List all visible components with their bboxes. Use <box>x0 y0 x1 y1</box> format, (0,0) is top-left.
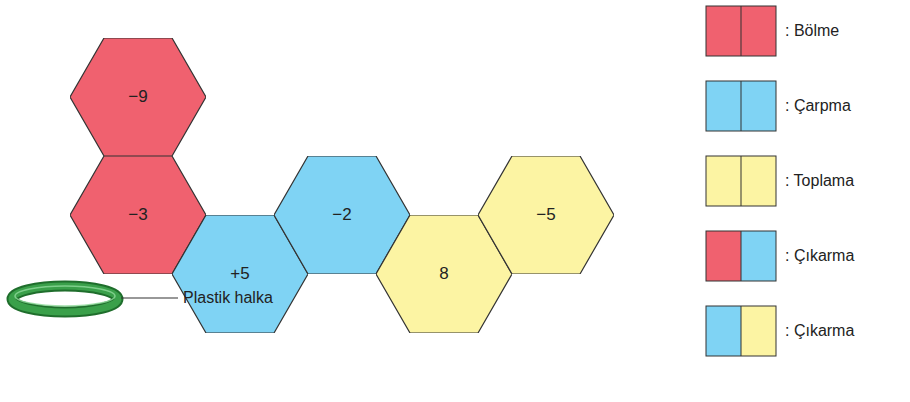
plastic-ring <box>12 286 118 312</box>
legend-text: : Çarpma <box>785 97 851 115</box>
tile-number: −5 <box>536 205 555 225</box>
legend-entry: : Çıkarma <box>705 305 905 355</box>
tile-number: −2 <box>332 205 351 225</box>
tile-number: 8 <box>439 264 448 284</box>
hexagon-tile: −5 <box>478 156 614 274</box>
legend-swatch <box>705 305 777 357</box>
legend-entry: : Bölme <box>705 5 905 55</box>
legend-text: : Çıkarma <box>785 247 854 265</box>
hexagon-tile: −9 <box>70 38 206 156</box>
legend-swatch <box>705 80 777 132</box>
legend-entry: : Çıkarma <box>705 230 905 280</box>
legend-entry: : Toplama <box>705 155 905 205</box>
legend-entry: : Çarpma <box>705 80 905 130</box>
legend-swatch <box>705 155 777 207</box>
tile-number: +5 <box>230 264 249 284</box>
tile-number: −3 <box>128 205 147 225</box>
tile-number: −9 <box>128 87 147 107</box>
leader-line <box>121 297 178 298</box>
legend-text: : Çıkarma <box>785 322 854 340</box>
part-label: Plastik halka <box>183 289 273 307</box>
legend-swatch <box>705 230 777 282</box>
legend-swatch <box>705 5 777 57</box>
legend-text: : Toplama <box>785 172 854 190</box>
legend-text: : Bölme <box>785 22 839 40</box>
